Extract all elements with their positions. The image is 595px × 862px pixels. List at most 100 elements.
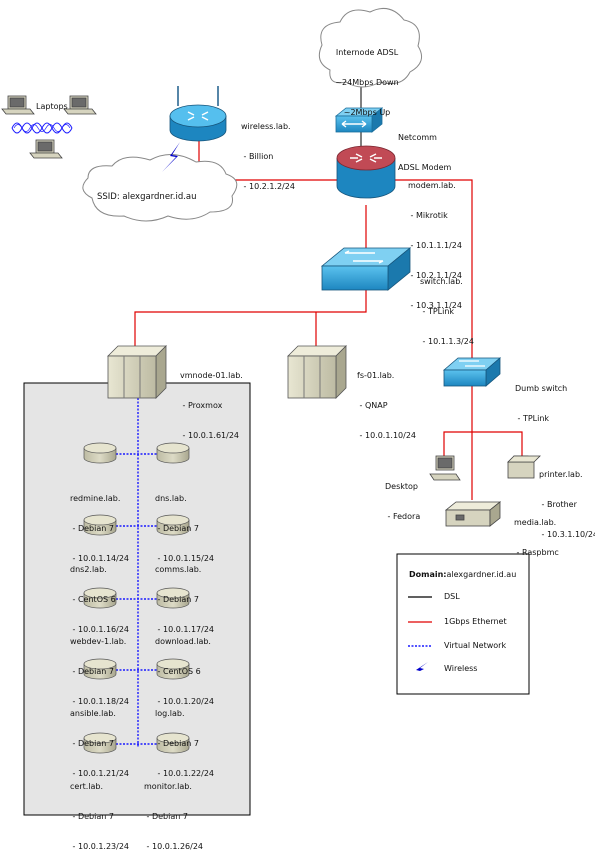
vm-line: - Debian 7 [155,739,199,748]
fs-line: - QNAP [357,401,388,410]
vm-line: - 10.0.1.15/24 [155,554,215,563]
vm-line: dns2.lab. [70,565,107,574]
legend-label-ethernet: 1Gbps Ethernet [444,617,507,626]
vm-line: - 10.0.1.20/24 [155,697,215,706]
network-diagram [1,7,541,816]
printer-line: - Brother [539,500,577,509]
laptops-icon [1,95,97,159]
vmnode-server-icon [107,345,167,399]
wireless-line: - Billion [241,152,274,161]
vm-line: dns.lab. [155,494,187,503]
vm-line: ansible.lab. [70,709,116,718]
internet-label: Internode ADSL ~24Mbps Down ~2Mbps Up [332,28,402,128]
router-line: - 10.1.1.1/24 [408,241,462,250]
vm-disk-icon [83,732,117,754]
switch-label: switch.lab. - TPLink - 10.1.1.3/24 [420,257,474,357]
vm-line: - Debian 7 [70,667,114,676]
internet-line: Internode ADSL [335,48,399,57]
dumb-switch-icon [442,357,502,387]
vm-line: monitor.lab. [144,782,192,791]
switch-icon [320,247,412,291]
vm-disk-icon [156,442,190,464]
fs-line: - 10.0.1.10/24 [357,431,417,440]
vm-line: - 10.0.1.23/24 [70,842,130,851]
legend-label-wireless: Wireless [444,664,478,673]
switch-line: - 10.1.1.3/24 [420,337,474,346]
vm-label-ansible: ansible.lab. - Debian 7 - 10.0.1.21/24 [70,689,129,789]
internet-line: ~24Mbps Down [335,78,399,87]
legend-title: Domain:alexgardner.id.au [409,570,516,580]
vm-line: - Debian 7 [70,739,114,748]
vm-line: - CentOS 6 [155,667,201,676]
vm-disk-icon [83,514,117,536]
internet-cloud-icon [318,7,423,88]
vmnode-line: - Proxmox [180,401,223,410]
desktop-icon [429,455,461,481]
vm-line: - 10.0.1.18/24 [70,697,130,706]
vm-label-download: download.lab. - CentOS 6 - 10.0.1.20/24 [155,617,214,717]
vm-line: - Debian 7 [155,595,199,604]
vm-disk-icon [156,658,190,680]
router-line: - 10.3.1.1/24 [408,301,462,310]
vm-label-webdev: webdev-1.lab. - Debian 7 - 10.0.1.18/24 [70,617,129,717]
router-line: modem.lab. [408,181,456,190]
vm-line: log.lab. [155,709,185,718]
vm-disk-icon [83,587,117,609]
vm-line: - Debian 7 [155,524,199,533]
media-line: media.lab. [514,518,557,527]
ethernet-dumb-switch-clients [443,431,523,465]
fs-line: fs-01.lab. [357,371,395,380]
vm-disk-icon [156,732,190,754]
switch-line: - TPLink [420,307,455,316]
desktop-line: - Fedora [385,512,421,521]
ethernet-switch-servers [134,290,367,350]
vm-line: - Debian 7 [144,812,188,821]
vm-line: comms.lab. [155,565,202,574]
vm-line: download.lab. [155,637,211,646]
media-box-icon [444,501,502,527]
vm-line: cert.lab. [70,782,104,791]
printer-line: printer.lab. [539,470,583,479]
fs-label: fs-01.lab. - QNAP - 10.0.1.10/24 [357,351,416,451]
legend-label-dsl: DSL [444,592,460,601]
vm-line: - CentOS 6 [70,595,116,604]
vm-line: - 10.0.1.16/24 [70,625,130,634]
vm-label-comms: comms.lab. - Debian 7 - 10.0.1.17/24 [155,545,214,645]
media-label: media.lab. - Raspbmc [514,498,559,568]
dumb-switch-label: Dumb switch - TPLink [515,364,567,434]
internet-line: ~2Mbps Up [343,108,391,117]
ssid-label: SSID: alexgardner.id.au [97,192,197,202]
vm-line: redmine.lab. [70,494,121,503]
legend-domain-value: alexgardner.id.au [446,570,517,579]
vm-line: - 10.0.1.17/24 [155,625,215,634]
vm-label-cert: cert.lab. - Debian 7 - 10.0.1.23/24 [70,762,129,862]
vm-label-monitor: monitor.lab. - Debian 7 - 10.0.1.26/24 [144,762,203,862]
vmnode-line: - 10.0.1.61/24 [180,431,240,440]
printer-icon [507,455,541,479]
legend-swatch-wireless-icon [408,662,428,677]
vmnode-line: vmnode-01.lab. [180,371,243,380]
vm-line: - 10.0.1.14/24 [70,554,130,563]
router-line: - 10.2.1.1/24 [408,271,462,280]
vm-line: - Debian 7 [70,524,114,533]
virtual-network-taps [116,453,158,745]
wireless-wave-icon-3 [13,124,71,132]
router-icon [336,145,396,199]
desktop-label: Desktop - Fedora [385,462,420,532]
vm-line: - 10.0.1.22/24 [155,769,215,778]
legend-domain-label: Domain: [409,570,447,579]
printer-line: - 10.3.1.10/24 [539,530,595,539]
vm-line: webdev-1.lab. [70,637,127,646]
laptops-label: Laptops [36,102,68,111]
wireless-line: - 10.2.1.2/24 [241,182,295,191]
wireless-bolt-icon [162,142,180,172]
wireless-line: wireless.lab. [241,122,291,131]
vm-disk-icon [83,658,117,680]
vm-line: - Debian 7 [70,812,114,821]
vm-disk-icon [156,514,190,536]
vm-line: - 10.0.1.26/24 [144,842,204,851]
media-line: - Raspbmc [514,548,559,557]
vm-label-dns: dns.lab. - Debian 7 - 10.0.1.15/24 [155,474,214,574]
switch-line: switch.lab. [420,277,463,286]
fs-server-icon [287,345,347,399]
